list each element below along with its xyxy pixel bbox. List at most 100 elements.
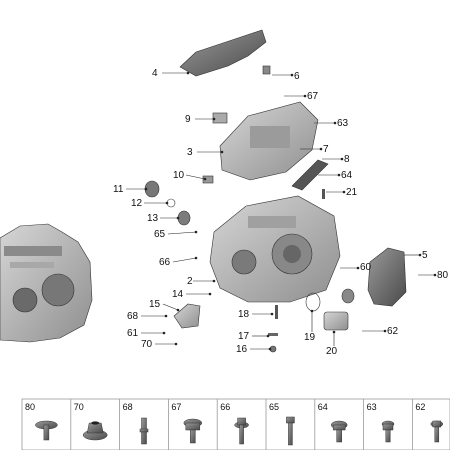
callout-66: 66 [159,256,198,268]
callout-label-18: 18 [238,309,250,320]
callout-label-11: 11 [113,184,124,195]
callout-dot-8 [340,157,344,161]
callout-dot-61 [162,331,166,335]
callout-label-20: 20 [326,346,338,357]
callout-label-60: 60 [360,262,372,273]
callout-9: 9 [185,114,216,125]
legend-cell-62: 62 [411,399,444,450]
legend-label-67: 67 [171,402,181,412]
part-19-o-ring [305,292,321,312]
legend-label-62: 62 [415,402,425,412]
callout-63: 63 [314,118,349,129]
callout-dot-9 [212,117,216,121]
parts-legend-table: 80706867666564636261 [21,398,450,450]
callout-dot-65 [194,230,198,234]
part-2-gearbox-housing [209,195,341,303]
legend-cell-68: 68 [119,399,149,450]
part-6-clip [262,65,271,75]
callout-label-19: 19 [304,332,316,343]
callout-5: 5 [404,250,428,261]
callout-14: 14 [172,289,212,300]
legend-label-68: 68 [123,402,133,412]
callout-4: 4 [152,68,190,79]
part-5-mount-bracket [367,247,407,307]
callout-label-61: 61 [127,328,139,339]
stud-bolt-icon [139,417,149,445]
callout-label-15: 15 [149,299,161,310]
legend-cell-70: 70 [70,399,108,450]
callout-dot-60 [356,266,360,270]
callout-dot-6 [290,73,294,77]
callout-label-16: 16 [236,344,248,355]
callout-leader-65 [167,231,197,235]
callout-dot-12 [165,201,169,205]
callout-dot-16 [268,347,272,351]
callout-label-17: 17 [238,331,250,342]
callout-12: 12 [131,198,169,209]
legend-label-65: 65 [269,402,279,412]
part-21-pin [322,189,325,199]
legend-cell-67: 67 [167,399,203,450]
part-3-valve-body [219,101,319,181]
legend-label-64: 64 [318,402,328,412]
callout-label-62: 62 [387,326,399,337]
part-10-clip [202,175,214,184]
callout-16: 16 [236,344,272,355]
callout-13: 13 [147,213,180,224]
callout-label-65: 65 [154,229,166,240]
callout-leader-15 [162,303,179,311]
legend-cell-65: 65 [265,399,295,450]
callout-label-2: 2 [187,276,193,287]
callout-leader-10 [185,174,206,180]
callout-label-80: 80 [437,270,449,281]
medium-bolt-icon [430,420,444,443]
callout-label-63: 63 [337,118,349,129]
callout-label-5: 5 [422,250,428,261]
callout-label-21: 21 [346,187,358,198]
short-flange-screw-icon [381,420,395,443]
callout-label-67: 67 [307,91,319,102]
callout-dot-13 [176,216,180,220]
callout-65: 65 [154,229,198,240]
callout-label-6: 6 [294,71,300,82]
callout-dot-17 [266,334,270,338]
callout-70: 70 [141,339,178,350]
part-9-bracket [212,112,228,124]
callout-8: 8 [322,154,350,165]
callout-dot-63 [333,121,337,125]
callout-dot-2 [212,279,216,283]
callout-17: 17 [238,331,270,342]
callout-dot-64 [337,173,341,177]
callout-60: 60 [340,262,372,273]
hex-flange-bolt-icon [234,417,249,445]
callout-dot-66 [194,256,198,260]
callout-dot-10 [203,177,207,181]
callout-label-13: 13 [147,213,159,224]
torx-screw-icon [330,420,348,443]
callout-62: 62 [362,326,399,337]
part-18-pin [275,305,278,319]
callout-15: 15 [149,299,180,312]
callout-dot-70 [174,342,178,346]
part-20-actuator [323,288,355,331]
large-flange-screw-icon [183,418,203,444]
callout-7: 7 [300,144,329,155]
callout-6: 6 [272,71,300,82]
callout-20: 20 [326,330,338,357]
callout-80: 80 [418,270,449,281]
callout-67: 67 [284,91,319,102]
callout-label-14: 14 [172,289,184,300]
legend-cell-63: 63 [363,399,395,450]
callout-18: 18 [238,309,274,320]
callout-dot-18 [270,312,274,316]
callout-68: 68 [127,311,168,322]
callout-label-3: 3 [187,147,193,158]
callout-dot-80 [433,273,437,277]
callout-dot-14 [208,292,212,296]
part-13-seal [177,210,191,226]
callout-dot-20 [332,330,336,334]
callout-label-68: 68 [127,311,139,322]
callout-61: 61 [127,328,166,339]
